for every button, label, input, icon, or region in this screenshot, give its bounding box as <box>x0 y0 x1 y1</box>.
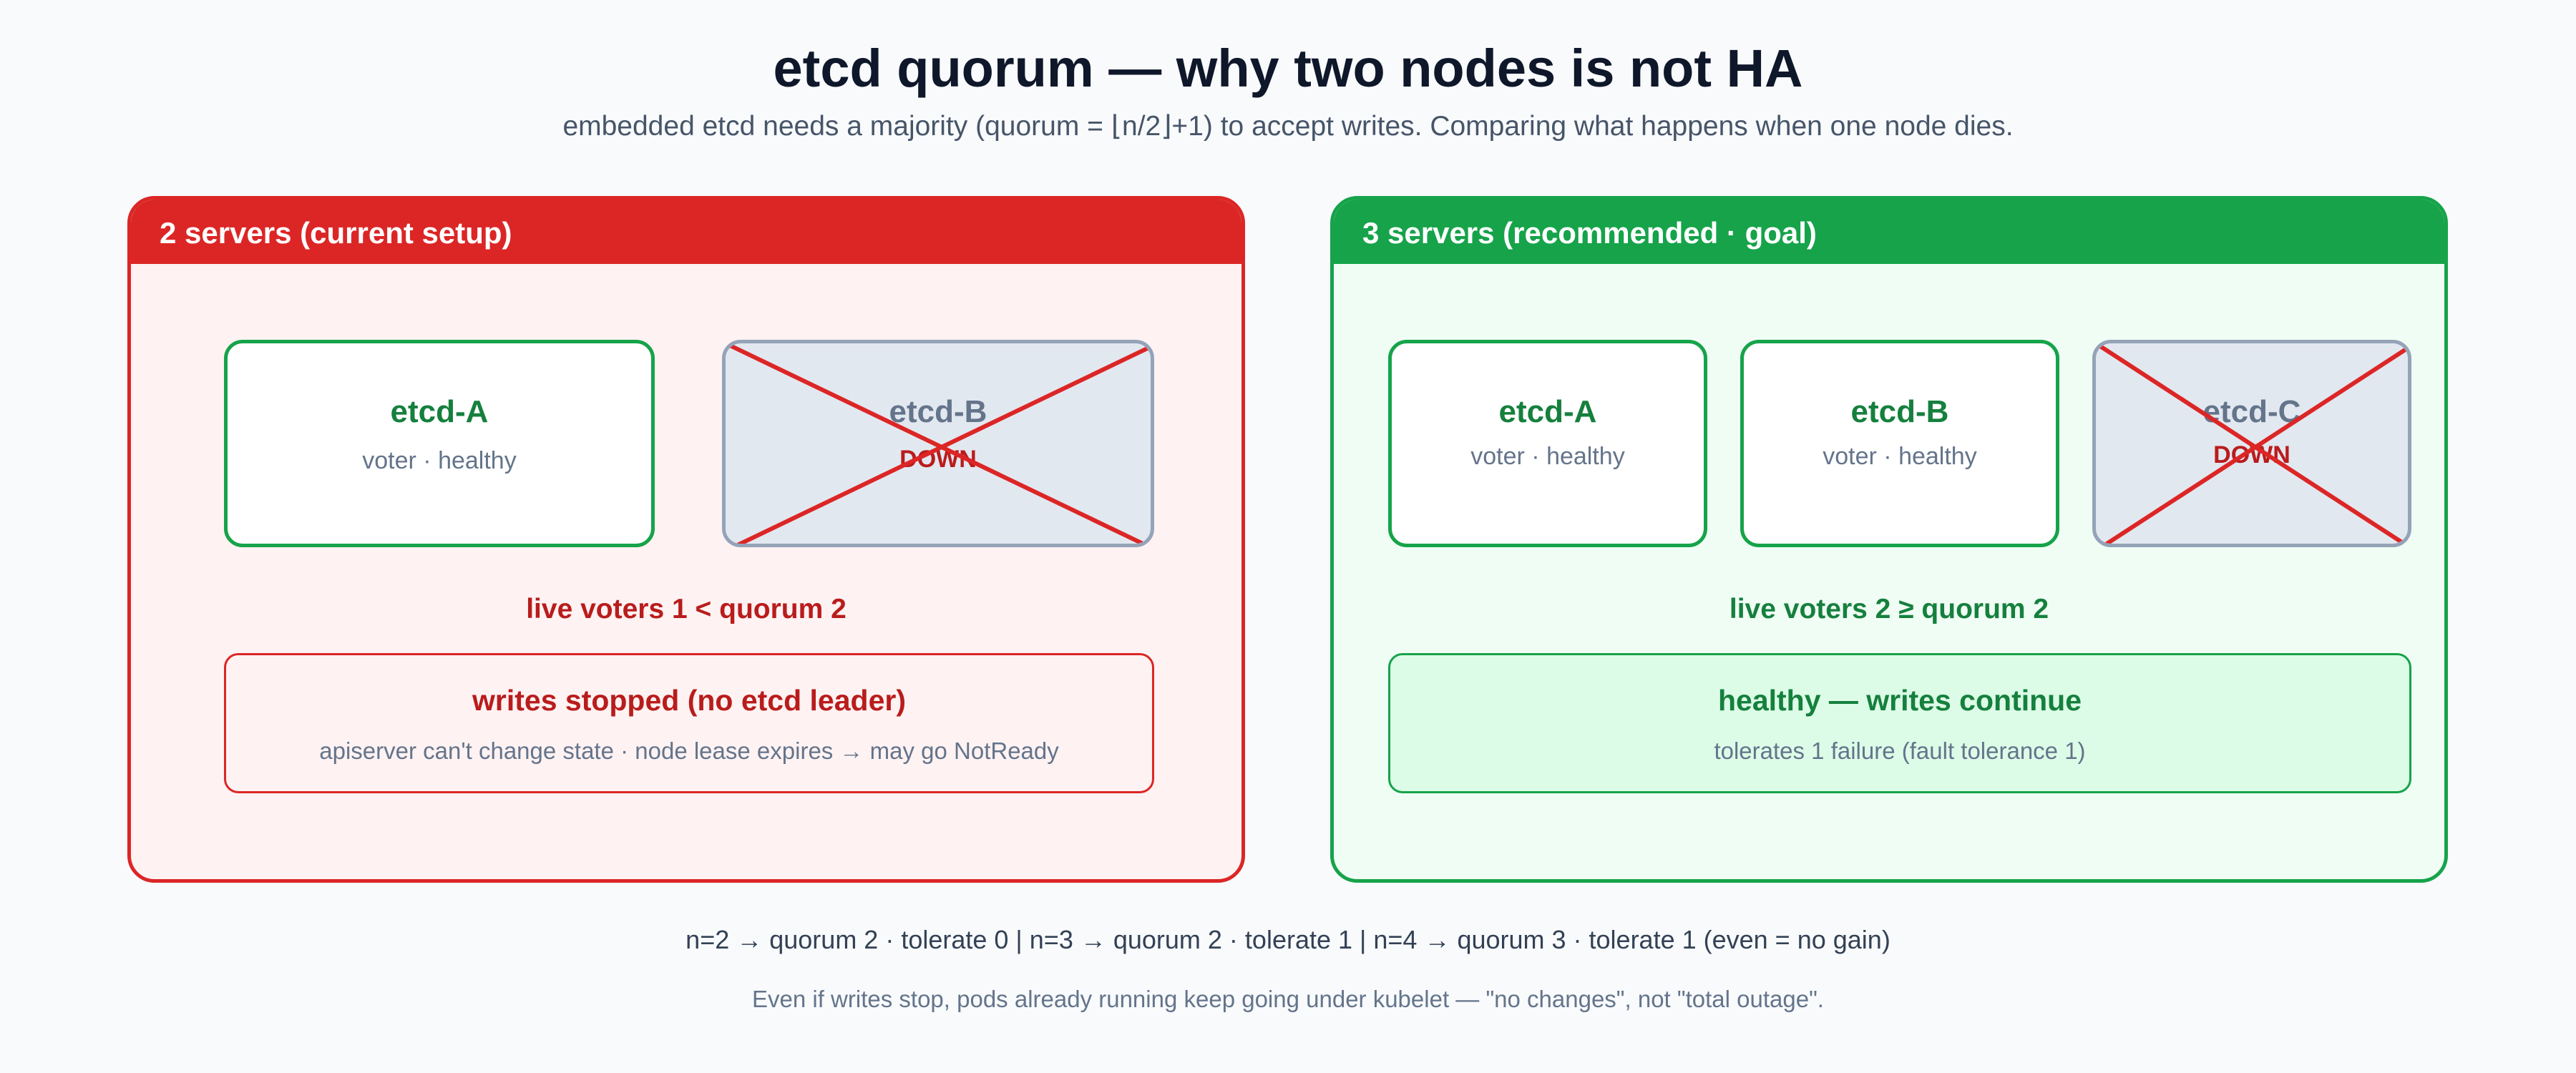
failed-cross-icon <box>726 343 1151 544</box>
outcome-box: writes stopped (no etcd leader) apiserve… <box>224 653 1154 793</box>
node-name: etcd-B <box>889 394 987 429</box>
node-status: voter · healthy <box>1470 443 1625 470</box>
node-name: etcd-A <box>1498 394 1597 429</box>
node-name: etcd-B <box>1850 394 1949 429</box>
quorum-status: live voters 1 < quorum 2 <box>526 594 847 624</box>
outcome-title: healthy — writes continue <box>1717 684 2082 717</box>
node-etcd-c-down: etcd-C DOWN <box>2092 340 2411 547</box>
node-etcd-b: etcd-B voter · healthy <box>1740 340 2059 547</box>
outcome-detail: tolerates 1 failure (fault tolerance 1) <box>1714 738 2086 764</box>
outcome-title: writes stopped (no etcd leader) <box>472 684 906 717</box>
outcome-detail: apiserver can't change state · node leas… <box>319 738 1059 764</box>
three-server-panel: 3 servers (recommended · goal) etcd-A vo… <box>1330 196 2448 883</box>
page-subtitle: embedded etcd needs a majority (quorum =… <box>562 111 2014 142</box>
node-name: etcd-A <box>390 394 489 429</box>
node-etcd-b-down: etcd-B DOWN <box>722 340 1154 547</box>
footer-note: Even if writes stop, pods already runnin… <box>752 986 1824 1012</box>
page-title: etcd quorum — why two nodes is not HA <box>773 39 1803 98</box>
node-etcd-a: etcd-A voter · healthy <box>1388 340 1707 547</box>
quorum-status: live voters 2 ≥ quorum 2 <box>1729 594 2049 624</box>
node-etcd-a: etcd-A voter · healthy <box>224 340 655 547</box>
panel-header-three-servers: 3 servers (recommended · goal) <box>1334 200 2444 264</box>
failed-cross-icon <box>2096 343 2408 544</box>
node-status: voter · healthy <box>362 447 517 474</box>
outcome-box: healthy — writes continue tolerates 1 fa… <box>1388 653 2411 793</box>
panel-header-two-servers: 2 servers (current setup) <box>131 200 1241 264</box>
node-status: voter · healthy <box>1823 443 1977 470</box>
quorum-table-line: n=2 → quorum 2 · tolerate 0 | n=3 → quor… <box>686 925 1890 954</box>
two-server-panel: 2 servers (current setup) etcd-A voter ·… <box>127 196 1245 883</box>
